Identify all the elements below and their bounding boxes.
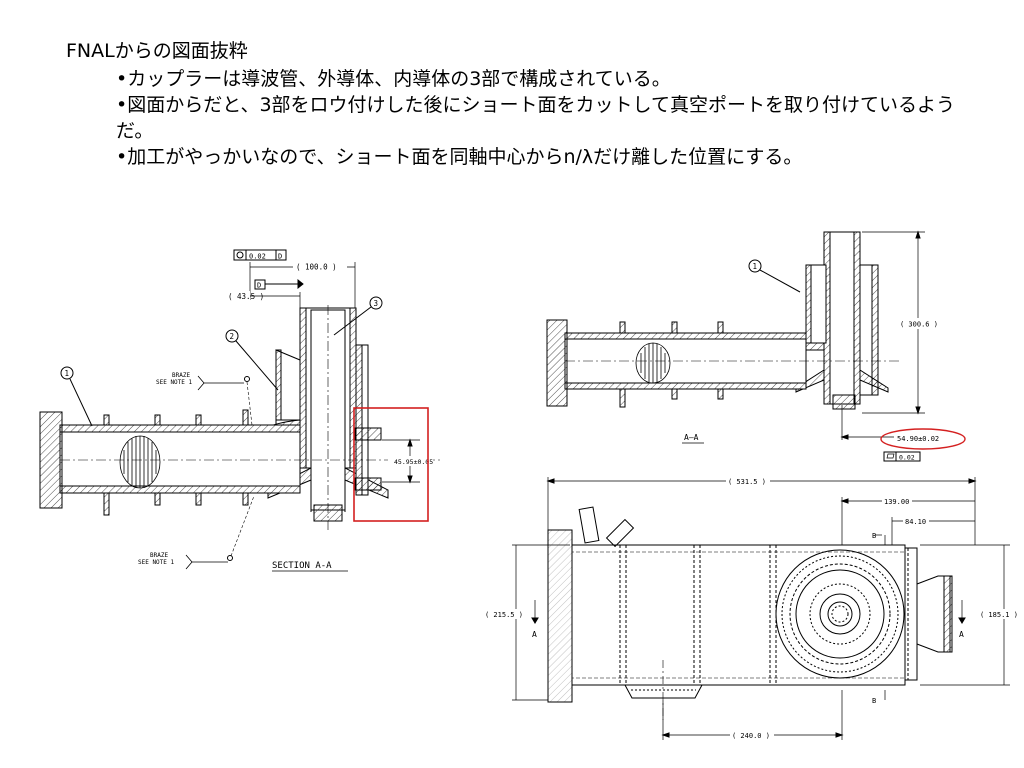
dim-45-95: 45.95±0.05	[394, 458, 433, 466]
balloon-2: 2	[230, 332, 235, 341]
dim-54-90: 54.90±0.02	[897, 435, 939, 443]
dim-100: ( 100.0 )	[296, 263, 337, 272]
tol-flatness: 0.02	[899, 454, 915, 462]
gdt-datum-ref: D	[278, 253, 282, 261]
grill-pattern	[119, 435, 161, 489]
label-a-left: A	[532, 630, 537, 639]
section-label: SECTION A-A	[272, 561, 332, 571]
flatness-icon	[886, 453, 895, 459]
dim-215-5: ( 215.5 )	[485, 611, 523, 619]
highlight-box	[353, 407, 429, 522]
balloon-3: 3	[374, 299, 379, 308]
datum-label: D	[257, 282, 261, 290]
right-top-section-drawing: 1 ( 300.6 ) 54.90±0.02 0.02 A–A	[546, 230, 966, 462]
label-a-right: A	[959, 630, 964, 639]
balloon-1: 1	[753, 262, 758, 271]
concentricity-icon	[236, 251, 244, 259]
gdt-tolerance: 0.02	[249, 253, 266, 261]
braze-note-bottom: BRAZE	[150, 552, 168, 559]
dim-531-5: ( 531.5 )	[728, 478, 766, 486]
dim-240-0: ( 240.0 )	[732, 732, 770, 740]
dim-300-6: ( 300.6 )	[900, 321, 938, 329]
circular-port	[775, 549, 905, 679]
bullet-item: •図面からだと、3部をロウ付けした後にショート面をカットして真空ポートを取り付け…	[116, 94, 955, 142]
bullet-list: •カップラーは導波管、外導体、内導体の3部で構成されている。 •図面からだと、3…	[116, 66, 976, 170]
dim-43-5: ( 43.5 )	[228, 292, 264, 301]
braze-note-top: BRAZE	[172, 372, 190, 379]
right-bottom-plan-drawing: ( 531.5 ) 139.00 84.10 B B	[485, 476, 1020, 740]
bullet-item: •カップラーは導波管、外導体、内導体の3部で構成されている。	[116, 68, 671, 90]
dim-139-00: 139.00	[884, 498, 909, 506]
dim-185-1: ( 185.1 )	[980, 611, 1018, 619]
gdt-frame: 0.02 D	[233, 249, 287, 261]
slide-title: FNALからの図面抜粋	[66, 40, 248, 62]
dim-84-10: 84.10	[905, 518, 926, 526]
left-section-drawing: 0.02 D D ( 100.0 ) ( 43.5 )	[39, 249, 440, 572]
grill-pattern	[635, 342, 671, 384]
braze-note-top-ref: SEE NOTE 1	[156, 379, 193, 386]
bullet-item: •加工がやっかいなので、ショート面を同軸中心からn/λだけ離した位置にする。	[116, 146, 803, 168]
label-b-bottom: B	[872, 697, 876, 705]
braze-note-bottom-ref: SEE NOTE 1	[138, 559, 175, 566]
highlight-ellipse	[880, 428, 966, 450]
balloon-1: 1	[65, 369, 70, 378]
section-label: A–A	[684, 433, 699, 442]
label-b-top: B	[872, 532, 876, 540]
